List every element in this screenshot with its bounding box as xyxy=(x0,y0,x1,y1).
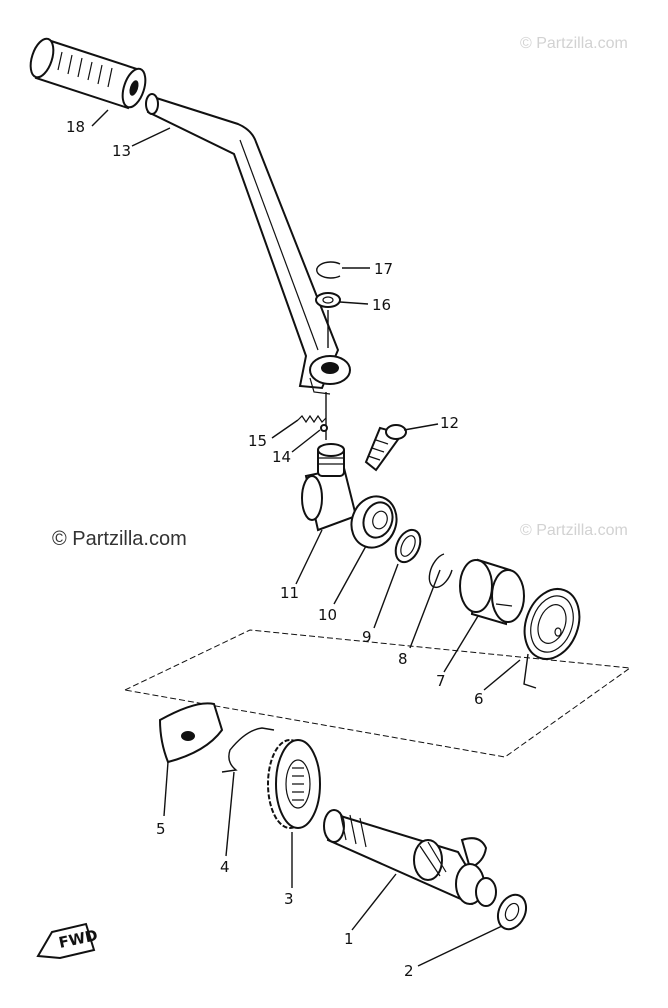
bearing-part-10 xyxy=(350,495,398,549)
callout-4: 4 xyxy=(220,858,230,876)
watermark-top-right: © Partzilla.com xyxy=(520,35,628,52)
kick-gear-part-3 xyxy=(267,739,321,829)
kick-axle-part-1 xyxy=(323,809,497,907)
callout-2: 2 xyxy=(404,962,414,980)
circlip-part-8 xyxy=(428,553,453,588)
watermark-left: © Partzilla.com xyxy=(52,528,187,550)
plate-part-5 xyxy=(158,702,224,764)
clip-part-4 xyxy=(221,727,275,773)
washer-part-16 xyxy=(315,292,341,308)
callout-9: 9 xyxy=(362,628,372,646)
callout-12: 12 xyxy=(440,414,459,432)
kick-grip-part-18 xyxy=(29,37,147,110)
callout-8: 8 xyxy=(398,650,408,668)
circlip-part-17 xyxy=(316,261,341,279)
ball-part-14 xyxy=(320,424,328,432)
callout-18: 18 xyxy=(66,118,85,136)
callout-6: 6 xyxy=(474,690,484,708)
callout-3: 3 xyxy=(284,890,294,908)
spring-guide-part-7 xyxy=(459,558,525,626)
return-spring-part-6 xyxy=(523,588,581,689)
callout-15: 15 xyxy=(248,432,267,450)
leader-lines xyxy=(91,109,521,967)
callout-7: 7 xyxy=(436,672,446,690)
callout-10: 10 xyxy=(318,606,337,624)
callout-11: 11 xyxy=(280,584,299,602)
callout-16: 16 xyxy=(372,296,391,314)
spring-part-15 xyxy=(297,414,327,424)
washer-part-2 xyxy=(496,893,528,931)
callout-13: 13 xyxy=(112,142,131,160)
kick-arm-part-13 xyxy=(145,93,351,395)
fwd-arrow-icon: FWD xyxy=(36,922,99,960)
callout-5: 5 xyxy=(156,820,166,838)
callout-14: 14 xyxy=(272,448,291,466)
bolt-part-12 xyxy=(364,424,407,472)
kick-boss-part-11 xyxy=(301,443,358,532)
watermark-right: © Partzilla.com xyxy=(520,522,628,539)
assembly-plane-outline xyxy=(124,629,632,758)
callout-17: 17 xyxy=(374,260,393,278)
washer-part-9 xyxy=(394,528,422,564)
callout-1: 1 xyxy=(344,930,354,948)
